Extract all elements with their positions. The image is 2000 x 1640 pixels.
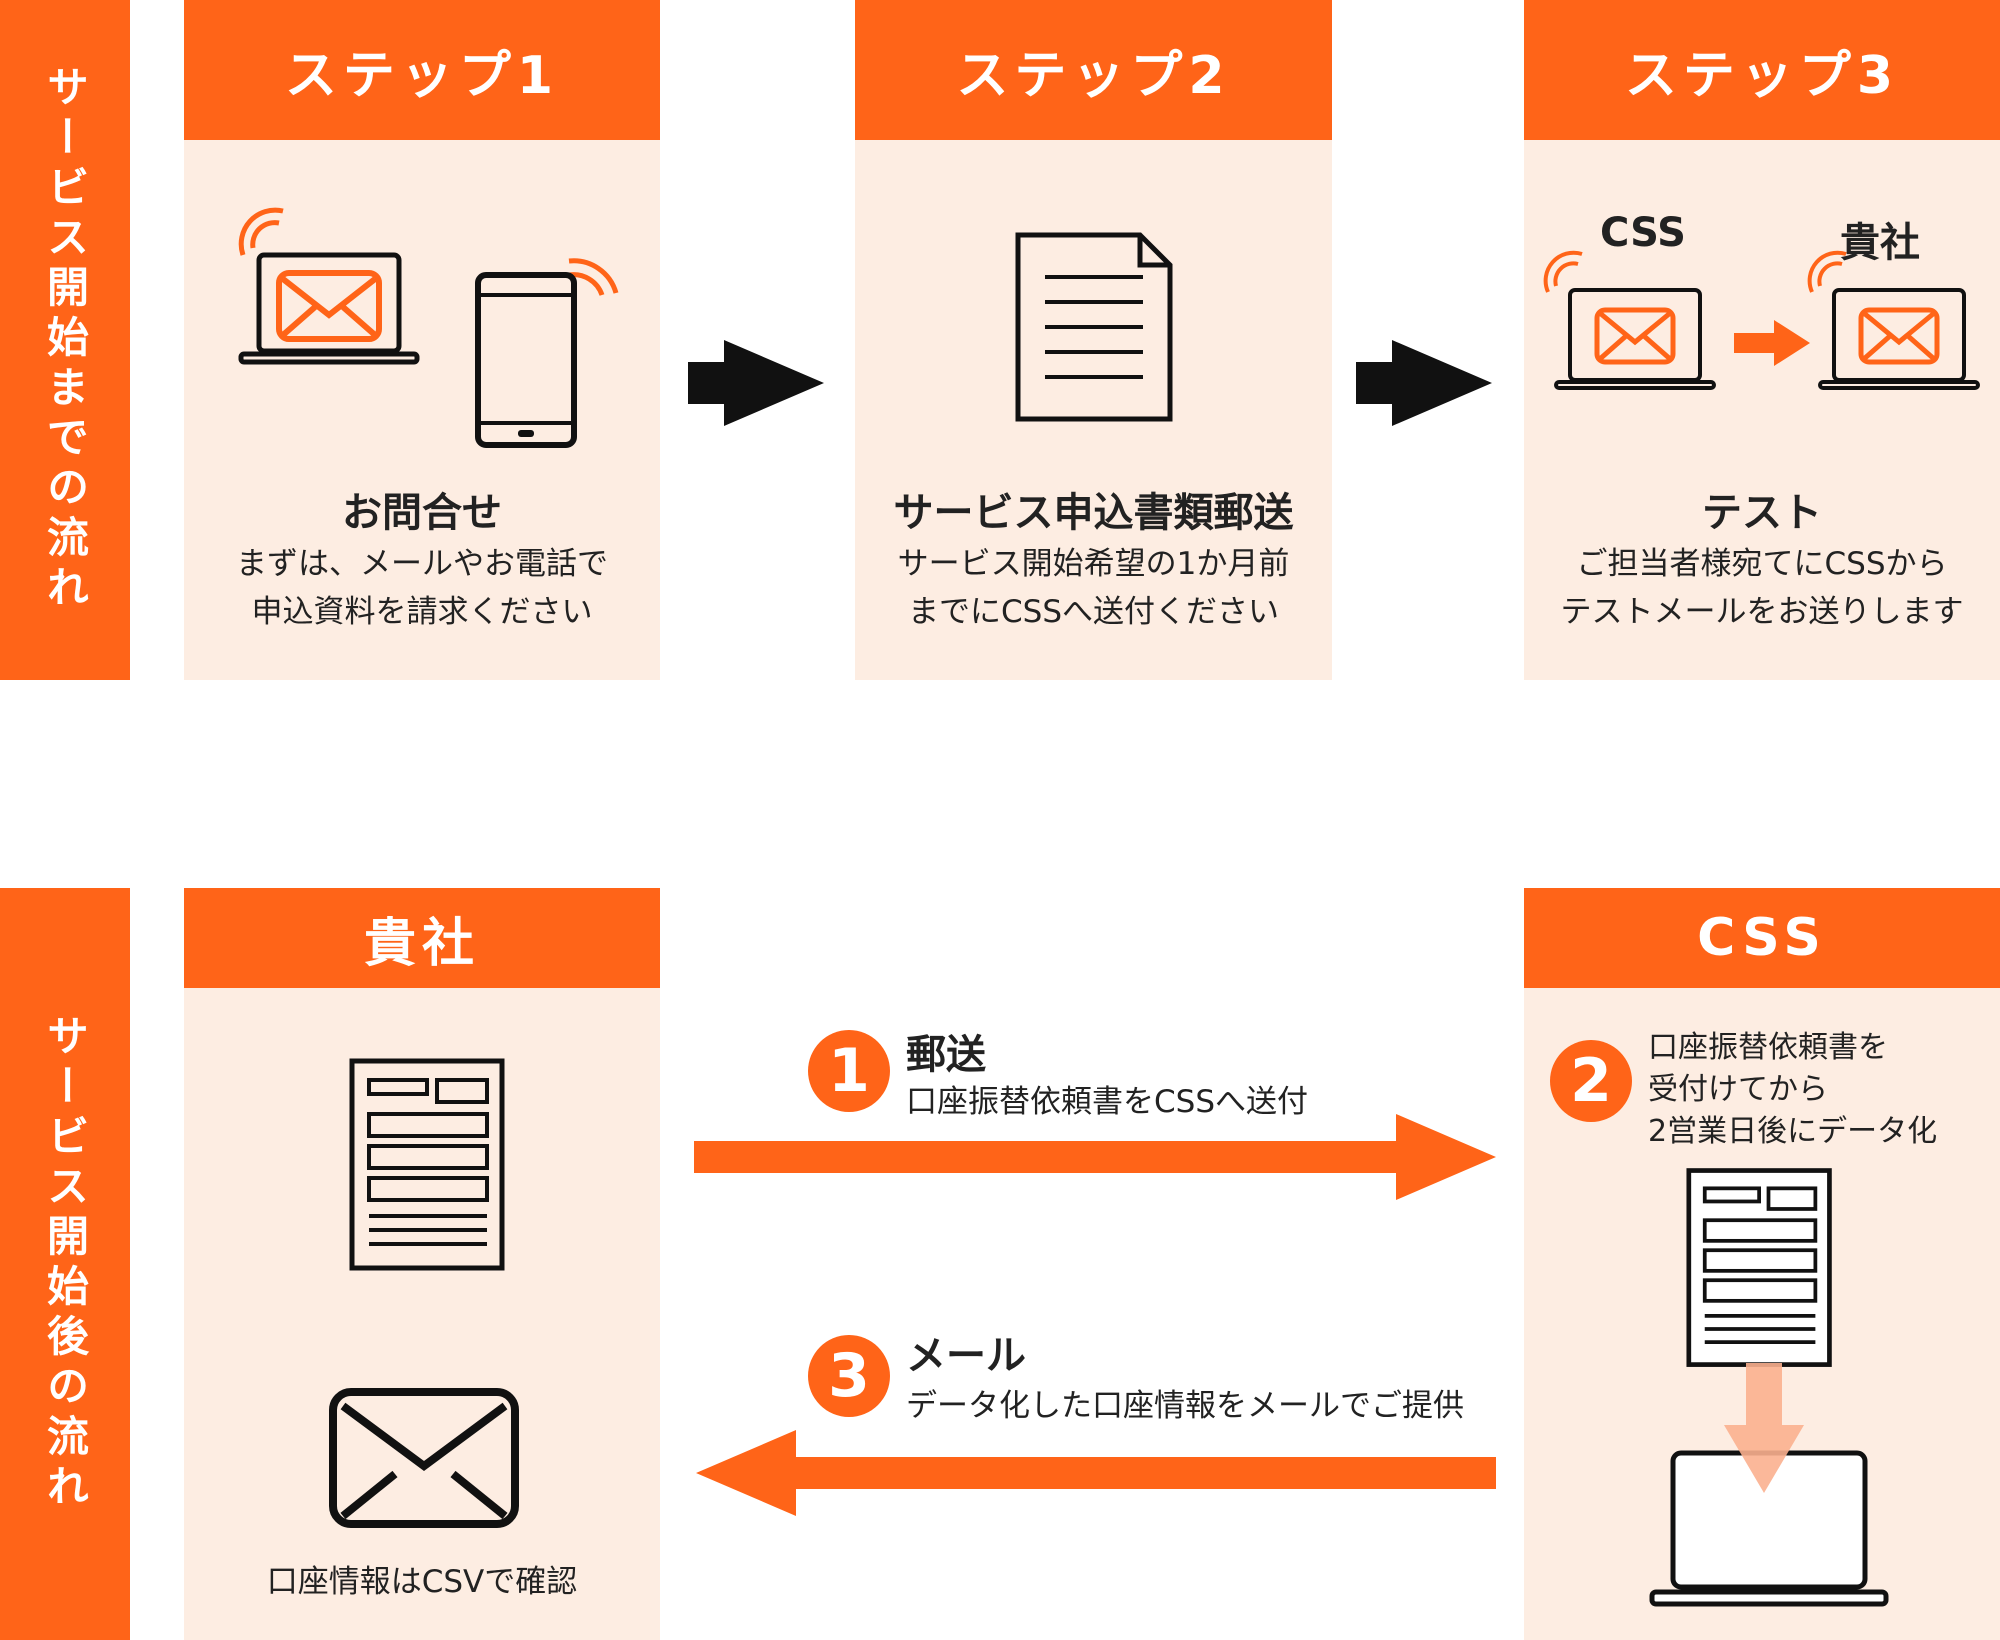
step2-desc-line1: サービス開始希望の1か月前: [897, 546, 1290, 582]
email-desc: データ化した口座情報をメールでご提供: [906, 1388, 1464, 1424]
download-arrow-icon: [1724, 1363, 1804, 1493]
mailing-desc: 口座振替依頼書をCSSへ送付: [906, 1084, 1308, 1120]
form-document-icon: [1686, 1168, 1832, 1367]
step3-header: ステップ3: [1524, 0, 2000, 140]
step3-to-label: 貴社: [1840, 220, 1920, 266]
client-panel: 口座情報はCSVで確認: [184, 988, 660, 1640]
step2-header: ステップ2: [855, 0, 1332, 140]
sidebar-before-start-label: サービス開始までの流れ: [40, 65, 90, 615]
arrow-to-css: [694, 1114, 1496, 1200]
css-panel: 2 口座振替依頼書を 受付けてから 2営業日後にデータ化: [1524, 988, 2000, 1640]
step3-header-label: ステップ3: [1624, 45, 1900, 106]
sidebar-before-start: サービス開始までの流れ: [0, 0, 130, 680]
step3-desc-line1: ご担当者様宛てにCSSから: [1576, 546, 1948, 582]
step1-desc-line1: まずは、メールやお電話で: [236, 546, 608, 582]
step1-desc-line2: 申込資料を請求ください: [251, 594, 593, 630]
step2-title: サービス申込書類郵送: [893, 490, 1294, 536]
mailing-title: 郵送: [906, 1032, 986, 1078]
css-laptop-mail-icon: [1543, 250, 1716, 390]
laptop-icon: [1649, 1450, 1889, 1607]
step2-header-label: ステップ2: [956, 45, 1231, 106]
step2-desc-line3: 2営業日後にデータ化: [1648, 1114, 1938, 1149]
client-caption: 口座情報はCSVで確認: [266, 1564, 578, 1600]
step2-number-badge: 2: [1550, 1040, 1632, 1122]
sidebar-after-start: サービス開始後の流れ: [0, 888, 130, 1640]
client-header: 貴社: [184, 888, 660, 988]
smartphone-icon: [475, 258, 619, 448]
step2-desc-line1: 口座振替依頼書を: [1648, 1030, 1888, 1065]
step3-title: テスト: [1702, 490, 1822, 536]
envelope-icon: [329, 1388, 519, 1528]
arrow-step1-to-step2: [688, 340, 824, 426]
arrow-step2-to-step3: [1356, 340, 1492, 426]
step1-header-label: ステップ1: [284, 45, 560, 106]
arrow-to-client: [696, 1430, 1496, 1516]
document-icon: [1015, 232, 1173, 422]
laptop-mail-icon: [238, 207, 420, 365]
sidebar-after-start-label: サービス開始後の流れ: [40, 1014, 90, 1514]
step3-desc-line2: テストメールをお送りします: [1560, 594, 1964, 630]
step1-header: ステップ1: [184, 0, 660, 140]
step1-number-badge: 1: [808, 1030, 890, 1112]
css-header-label: CSS: [1697, 908, 1827, 968]
step1-title: お問合せ: [342, 490, 502, 536]
orange-arrow-right-icon: [1734, 320, 1810, 366]
step3-panel: CSS 貴社 テスト ご担当者様宛てにCSSから テストメールをお送りします: [1524, 140, 2000, 680]
form-document-icon: [349, 1058, 505, 1271]
client-laptop-mail-icon: [1807, 250, 1980, 390]
step1-panel: お問合せ まずは、メールやお電話で 申込資料を請求ください: [184, 140, 660, 680]
email-title: メール: [906, 1333, 1026, 1379]
step2-panel: サービス申込書類郵送 サービス開始希望の1か月前 までにCSSへ送付ください: [855, 140, 1332, 680]
step3-from-label: CSS: [1600, 210, 1686, 256]
step2-desc-line2: までにCSSへ送付ください: [908, 594, 1279, 630]
css-header: CSS: [1524, 888, 2000, 988]
client-header-label: 貴社: [363, 913, 480, 974]
step3-number-badge: 3: [808, 1335, 890, 1417]
step2-desc-line2: 受付けてから: [1648, 1072, 1828, 1107]
